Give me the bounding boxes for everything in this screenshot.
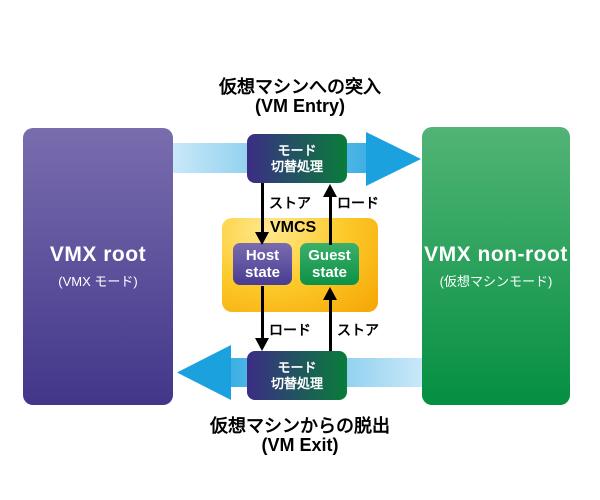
guest-state-line1: Guest xyxy=(308,247,351,264)
mode-switch-top-box: モード 切替処理 xyxy=(247,134,347,183)
host-state-line1: Host xyxy=(245,247,280,264)
vmx-non-root-subtitle: (仮想マシンモード) xyxy=(439,273,553,289)
host-state-line2: state xyxy=(244,264,281,281)
vmx-non-root-box: VMX non-root (仮想マシンモード) xyxy=(422,127,570,405)
exit-store-connector-line xyxy=(329,300,332,351)
vm-exit-title-line1: 仮想マシンからの脱出 xyxy=(210,416,390,436)
exit-store-up-arrow-icon xyxy=(323,287,337,300)
entry-store-label: ストア xyxy=(269,195,311,211)
vmx-root-subtitle: (VMX モード) xyxy=(58,274,138,289)
vm-entry-title-line2: (VM Entry) xyxy=(255,96,345,116)
vmx-root-title: VMX root xyxy=(49,243,147,266)
vm-entry-title-line1: 仮想マシンへの突入 xyxy=(219,77,381,97)
vm-exit-title-line2: (VM Exit) xyxy=(261,435,339,455)
entry-store-down-arrow-icon xyxy=(255,232,269,245)
mode-switch-top-line2: 切替処理 xyxy=(270,158,323,174)
exit-load-connector-line xyxy=(261,286,264,339)
vm-entry-right-arrow-icon xyxy=(366,132,421,186)
exit-load-label: ロード xyxy=(269,322,311,338)
guest-state-line2: state xyxy=(311,264,348,281)
mode-switch-bottom-line2: 切替処理 xyxy=(270,375,323,391)
mode-switch-bottom-line1: モード xyxy=(277,359,317,375)
host-state-box: Host state xyxy=(233,243,292,285)
vmx-non-root-title: VMX non-root xyxy=(424,242,568,266)
vmx-root-box: VMX root (VMX モード) xyxy=(23,128,173,405)
vm-exit-title: 仮想マシンからの脱出 (VM Exit) xyxy=(120,417,480,455)
mode-switch-top-line1: モード xyxy=(277,142,317,158)
exit-store-label: ストア xyxy=(337,322,379,338)
vm-exit-left-arrow-icon xyxy=(177,345,231,400)
entry-load-label: ロード xyxy=(337,195,379,211)
mode-switch-bottom-box: モード 切替処理 xyxy=(247,351,347,400)
entry-store-connector-line xyxy=(261,183,264,233)
vmcs-label: VMCS xyxy=(270,219,317,236)
entry-load-up-arrow-icon xyxy=(323,184,337,197)
vm-entry-title: 仮想マシンへの突入 (VM Entry) xyxy=(120,78,480,116)
guest-state-box: Guest state xyxy=(300,243,359,285)
exit-load-down-arrow-icon xyxy=(255,338,269,351)
entry-load-connector-line xyxy=(329,196,332,245)
